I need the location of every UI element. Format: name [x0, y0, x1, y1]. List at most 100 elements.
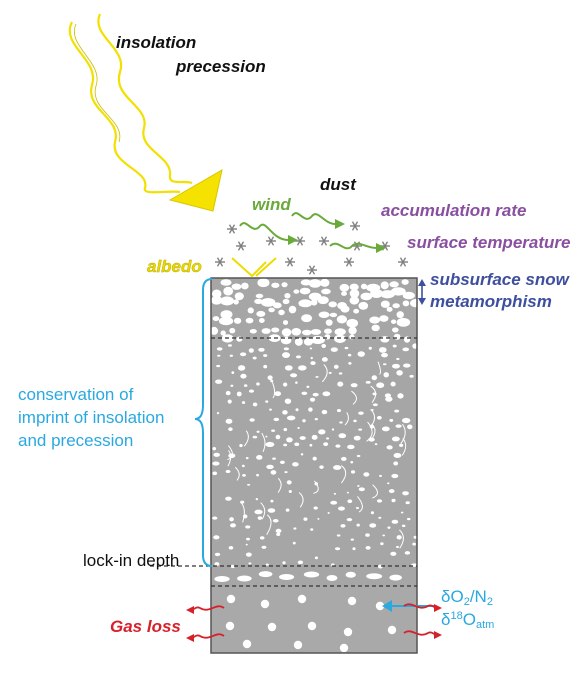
- firn-pore: [328, 301, 337, 308]
- firn-pore: [391, 519, 399, 524]
- firn-pore: [257, 516, 263, 520]
- firn-pore: [352, 547, 356, 551]
- firn-pore: [312, 456, 317, 461]
- firn-pore: [300, 279, 312, 286]
- insolation-label: insolation: [116, 33, 197, 52]
- firn-pore: [390, 381, 396, 387]
- firn-pore: [310, 361, 316, 366]
- firn-pore: [211, 326, 219, 335]
- firn-pore: [363, 472, 370, 477]
- d18-mid: O: [462, 610, 476, 629]
- lock-in-depth-label: lock-in depth: [83, 551, 180, 570]
- firn-pore: [256, 455, 263, 460]
- firn-pore: [282, 352, 291, 358]
- air-bubble: [343, 627, 353, 637]
- firn-pore: [234, 292, 244, 301]
- conservation-label-line3: and precession: [18, 431, 134, 450]
- firn-channel: [298, 492, 304, 508]
- firn-pore: [297, 560, 304, 565]
- firn-pore: [279, 460, 285, 464]
- firn-pore: [321, 288, 331, 295]
- firn-pore: [331, 428, 335, 431]
- firn-pore: [306, 385, 310, 389]
- firn-channel: [266, 514, 272, 536]
- firn-pore: [338, 372, 343, 375]
- conservation-bracket: [194, 278, 213, 567]
- firn-pore: [393, 333, 401, 340]
- firn-pore: [340, 524, 346, 528]
- firn-pore: [281, 282, 288, 288]
- firn-pore: [233, 317, 242, 324]
- firn-pore: [252, 402, 258, 407]
- snowflake-icon: [215, 257, 225, 267]
- transition-bubble: [278, 573, 295, 580]
- firn-pore: [293, 527, 297, 530]
- firn-pore: [365, 546, 371, 550]
- transition-bubble: [389, 574, 402, 581]
- firn-pore: [249, 418, 255, 422]
- snowflake-icon: [319, 236, 329, 246]
- firn-column: [211, 278, 417, 653]
- firn-pore: [242, 473, 246, 477]
- firn-pore: [378, 347, 387, 353]
- firn-pore: [346, 491, 349, 494]
- firn-pore: [349, 283, 359, 291]
- firn-pore: [347, 353, 352, 357]
- firn-pore: [216, 347, 223, 351]
- firn-channel: [340, 465, 347, 484]
- firn-pore: [374, 443, 378, 446]
- firn-channel: [321, 364, 328, 383]
- firn-pore: [401, 417, 411, 424]
- firn-pore: [301, 391, 308, 395]
- firn-pore: [339, 283, 350, 292]
- firn-pore: [301, 314, 313, 323]
- firn-pore: [291, 327, 302, 336]
- firn-pore: [333, 492, 337, 495]
- firn-pore: [230, 564, 235, 569]
- d18o-atm-label: δ18Oatm: [441, 610, 494, 632]
- firn-pore: [391, 473, 399, 479]
- firn-pore: [336, 315, 347, 324]
- firn-pore: [256, 382, 260, 386]
- firn-pore: [245, 543, 248, 546]
- firn-pore: [315, 375, 319, 378]
- firn-pore: [330, 500, 338, 505]
- firn-pore: [376, 382, 385, 388]
- firn-pore: [225, 418, 233, 424]
- transition-bubble: [258, 571, 273, 578]
- firn-pore: [381, 352, 388, 358]
- firn-pore: [282, 410, 288, 415]
- firn-channel: [357, 496, 363, 513]
- firn-pore: [267, 508, 276, 513]
- wind-arrow-icon: [291, 212, 336, 225]
- snowflake-core: [218, 260, 222, 264]
- firn-pore: [246, 537, 251, 541]
- firn-channel: [313, 480, 319, 494]
- do2-prefix: δO: [441, 587, 464, 606]
- firn-pore: [294, 337, 303, 346]
- metamorphism-label: metamorphism: [430, 292, 552, 311]
- firn-pore: [252, 435, 258, 439]
- firn-pore: [247, 307, 254, 314]
- firn-pore: [298, 299, 313, 308]
- firn-pore: [403, 336, 411, 343]
- do2-n2-label: δO2/N2: [441, 588, 493, 609]
- firn-pore: [340, 456, 347, 461]
- firn-pore: [259, 536, 265, 540]
- firn-pore: [231, 283, 242, 290]
- firn-pore: [240, 373, 247, 379]
- transition-bubble: [237, 575, 252, 582]
- firn-pore: [217, 354, 221, 357]
- firn-pore: [308, 279, 322, 288]
- firn-pore: [254, 298, 263, 305]
- firn-pore: [395, 424, 402, 428]
- firn-pore: [288, 305, 297, 314]
- firn-pore: [309, 347, 313, 350]
- firn-pore: [350, 383, 358, 388]
- snowflake-core: [355, 244, 359, 248]
- firn-pore: [261, 328, 271, 334]
- firn-pore: [369, 523, 377, 528]
- firn-channel: [227, 445, 234, 461]
- firn-pore: [258, 318, 265, 323]
- firn-pore: [319, 465, 324, 469]
